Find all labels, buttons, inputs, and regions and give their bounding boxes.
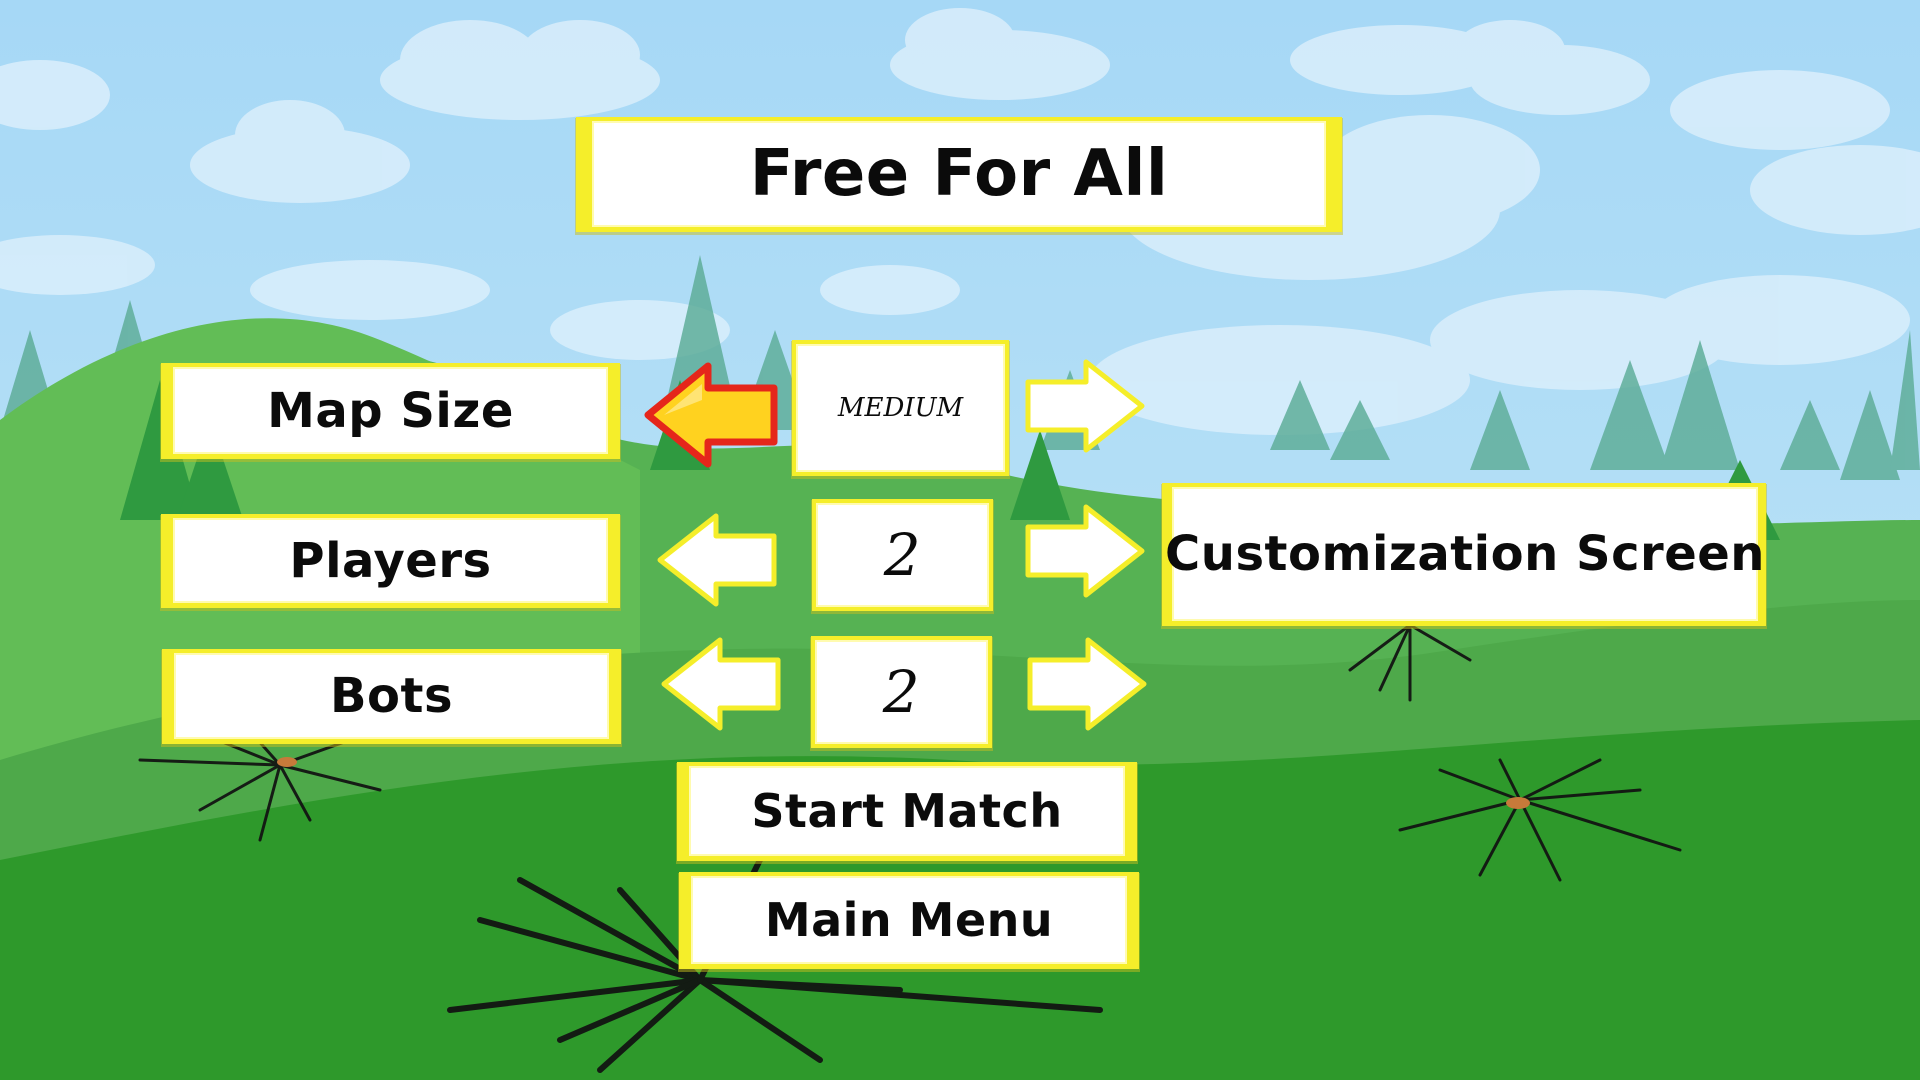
map-size-decrease-button[interactable]	[642, 360, 780, 470]
bots-value-text: 2	[882, 658, 921, 726]
map-size-value-text: MEDIUM	[837, 393, 964, 423]
map-size-label-text: Map Size	[267, 382, 514, 439]
players-value-text: 2	[883, 521, 922, 589]
bots-label: Bots	[162, 649, 621, 744]
main-menu-label: Main Menu	[764, 893, 1054, 947]
bots-decrease-button[interactable]	[658, 636, 782, 732]
bots-increase-button[interactable]	[1026, 636, 1150, 732]
arrow-right-icon	[1027, 637, 1147, 731]
arrow-right-icon	[1025, 504, 1145, 598]
burst-centers	[277, 757, 1530, 809]
page-title-text: Free For All	[749, 137, 1169, 211]
players-label: Players	[161, 514, 620, 608]
arrow-left-icon	[661, 637, 781, 731]
burst-marks	[138, 608, 1682, 1073]
bots-value: 2	[811, 636, 992, 748]
customization-screen-button[interactable]: Customization Screen	[1162, 483, 1766, 626]
arrow-right-icon	[1025, 359, 1145, 453]
start-match-label: Start Match	[751, 784, 1063, 838]
arrow-left-selected-icon	[644, 362, 778, 468]
players-label-text: Players	[289, 532, 492, 589]
arrow-left-icon	[657, 513, 777, 607]
start-match-button[interactable]: Start Match	[677, 762, 1137, 861]
players-value: 2	[812, 499, 993, 611]
bots-label-text: Bots	[329, 668, 454, 724]
map-size-increase-button[interactable]	[1024, 358, 1148, 454]
players-decrease-button[interactable]	[654, 512, 778, 608]
map-size-value: MEDIUM	[792, 340, 1009, 476]
players-increase-button[interactable]	[1024, 503, 1148, 599]
map-size-label: Map Size	[161, 363, 620, 459]
main-menu-button[interactable]: Main Menu	[679, 872, 1139, 969]
customization-screen-label: Customization Screen	[1165, 526, 1765, 582]
page-title: Free For All	[576, 117, 1342, 232]
